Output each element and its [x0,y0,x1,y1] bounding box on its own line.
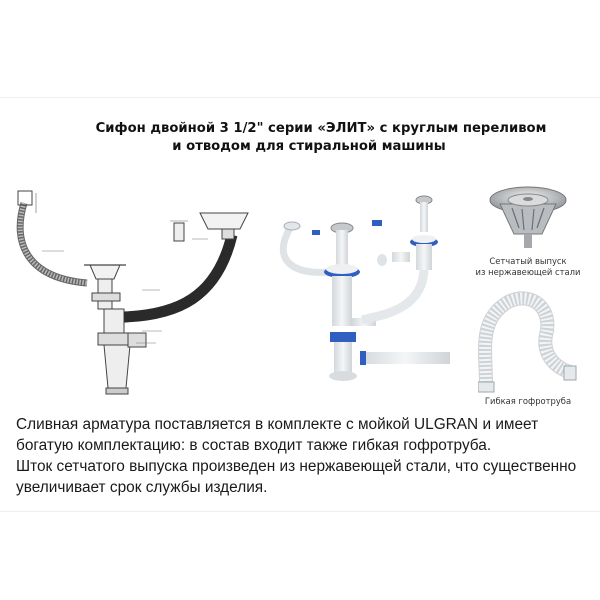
product-title: Сифон двойной 3 1/2" серии «ЭЛИТ» с круг… [0,120,600,156]
strainer-basket-image [489,186,567,248]
flexible-hose-image [478,291,577,393]
description-paragraph-1: Сливная арматура поставляется в комплект… [16,416,539,454]
basket-caption-line-1: Сетчатый выпуск [489,256,567,266]
siphon-product-render [280,195,450,381]
product-description: Сливная арматура поставляется в комплект… [16,414,591,498]
hose-caption: Гибкая гофротруба [484,396,572,406]
description-paragraph-2: Шток сетчатого выпуска произведен из нер… [16,458,577,496]
basket-caption: Сетчатый выпуск из нержавеющей стали [466,256,590,278]
basket-caption-line-2: из нержавеющей стали [475,267,581,277]
title-line-1: Сифон двойной 3 1/2" серии «ЭЛИТ» с круг… [95,121,547,136]
siphon-scheme-drawing [16,190,249,395]
title-line-2: и отводом для стиральной машины [172,139,446,154]
